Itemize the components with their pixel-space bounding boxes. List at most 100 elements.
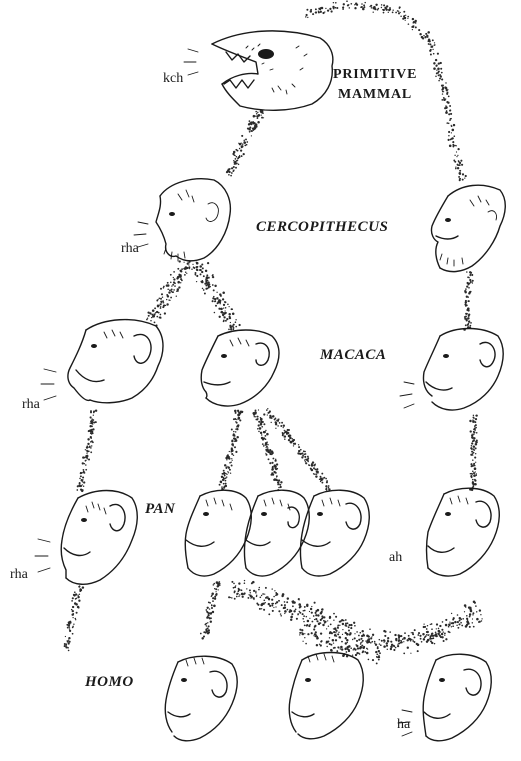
stipple-dot [462, 173, 464, 175]
stipple-dot [467, 324, 469, 326]
stipple-dot [237, 593, 239, 595]
stipple-dot [354, 625, 356, 627]
stipple-dot [324, 477, 326, 479]
stipple-dot [80, 472, 82, 474]
stipple-dot [472, 421, 474, 423]
stipple-dot [395, 12, 397, 14]
stipple-dot [233, 166, 235, 168]
stipple-dot [469, 613, 471, 615]
stipple-dot [76, 489, 78, 491]
stipple-dot [219, 484, 221, 486]
stipple-dot [244, 582, 246, 584]
stipple-dot [328, 625, 329, 626]
stipple-dot [170, 297, 172, 299]
stipple-dot [95, 409, 97, 411]
stipple-dot [471, 442, 473, 444]
lineage-cercopithecus-to-macaca-center [188, 262, 240, 331]
stipple-dot [196, 281, 197, 282]
stipple-dot [253, 115, 256, 118]
stipple-dot [316, 471, 318, 473]
stipple-dot [226, 318, 228, 320]
sound-ah: ah [389, 550, 402, 565]
stipple-dot [434, 643, 436, 645]
lineage-stipple-paths [64, 0, 483, 664]
stipple-dot [223, 487, 225, 489]
stipple-dot [212, 611, 214, 613]
stipple-dot [329, 8, 331, 10]
stipple-dot [230, 597, 231, 598]
stipple-dot [343, 3, 345, 5]
stipple-dot [324, 622, 326, 624]
stipple-dot [271, 599, 273, 601]
stipple-dot [228, 313, 230, 315]
stipple-dot [321, 615, 323, 617]
stipple-dot [245, 138, 247, 140]
stipple-dot [226, 466, 227, 467]
stipple-dot [66, 645, 67, 646]
stipple-dot [337, 633, 339, 635]
stipple-dot [441, 636, 443, 638]
stipple-dot [166, 284, 168, 286]
stipple-dot [315, 631, 317, 633]
stipple-dot [193, 267, 195, 269]
stipple-dot [403, 637, 406, 640]
stipple-dot [206, 274, 208, 276]
stipple-dot [332, 639, 333, 640]
stipple-dot [468, 293, 470, 295]
stipple-dot [238, 415, 240, 417]
stipple-dot [427, 36, 429, 38]
stipple-dot [281, 604, 283, 606]
stipple-dot [300, 449, 302, 451]
pan-head-group-1 [185, 490, 251, 576]
stipple-dot [249, 120, 251, 122]
homo-head-right [398, 654, 491, 741]
stipple-dot [207, 280, 209, 282]
stipple-dot [307, 456, 309, 458]
stipple-dot [227, 169, 229, 171]
stipple-dot [342, 623, 344, 625]
stipple-dot [206, 277, 209, 280]
stipple-dot [228, 329, 230, 331]
stipple-dot [460, 160, 462, 162]
stipple-dot [206, 625, 207, 626]
stipple-dot [458, 176, 460, 178]
stipple-dot [266, 433, 269, 436]
stipple-dot [268, 411, 270, 413]
stipple-dot [322, 624, 324, 626]
stipple-dot [223, 320, 225, 322]
stipple-dot [228, 174, 230, 176]
stipple-dot [171, 288, 173, 290]
stipple-dot [192, 264, 193, 265]
stipple-dot [156, 300, 158, 302]
stipple-dot [151, 317, 152, 318]
stipple-dot [444, 632, 446, 634]
stipple-dot [417, 634, 419, 636]
stipple-dot [330, 644, 332, 646]
stipple-dot [222, 298, 224, 300]
stipple-dot [303, 615, 305, 617]
stipple-dot [402, 638, 404, 640]
stipple-dot [438, 62, 440, 64]
stipple-dot [361, 3, 363, 5]
stipple-dot [445, 624, 448, 627]
stipple-dot [237, 426, 239, 428]
stipple-dot [179, 275, 181, 277]
stipple-dot [93, 411, 94, 412]
stipple-dot [358, 635, 360, 637]
stipple-dot [451, 132, 452, 133]
stipple-dot [234, 438, 236, 440]
stipple-dot [208, 617, 210, 619]
stipple-dot [414, 636, 416, 638]
stipple-dot [222, 291, 225, 294]
sound-kch: kch [163, 71, 183, 86]
stipple-dot [404, 632, 406, 634]
stipple-dot [356, 631, 358, 633]
stipple-dot [211, 604, 212, 605]
stipple-dot [183, 268, 184, 269]
lineage-cercopithecus-right-to-macaca-right [463, 271, 473, 331]
stipple-dot [214, 588, 215, 589]
stipple-dot [345, 637, 347, 639]
stipple-dot [67, 627, 69, 629]
stipple-dot [302, 641, 303, 642]
